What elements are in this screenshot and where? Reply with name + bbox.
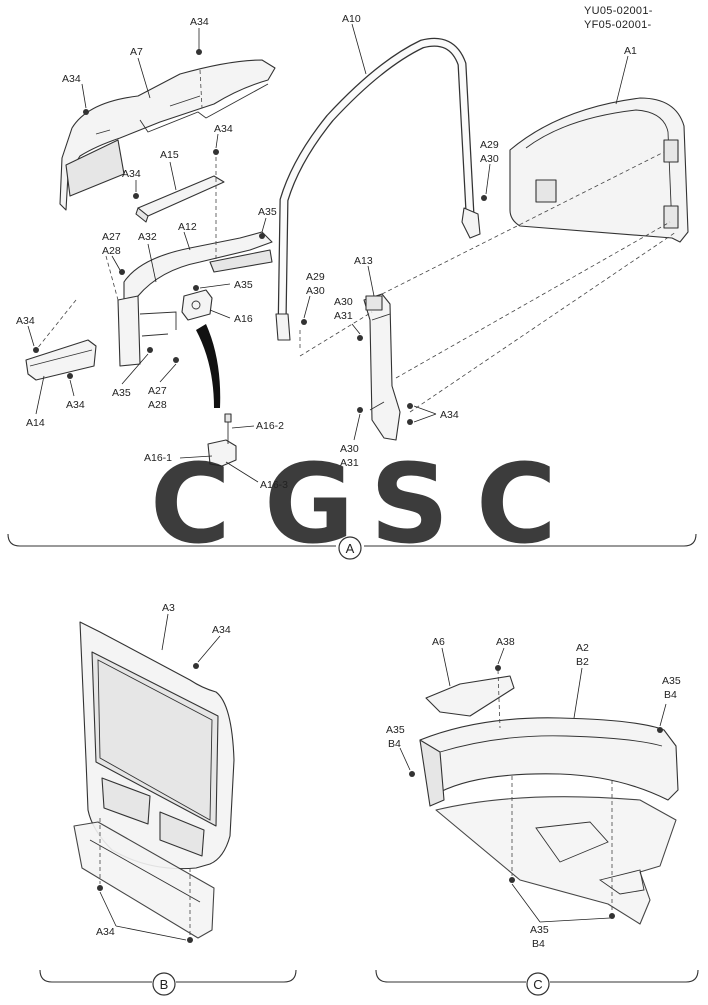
label-a16: A16	[234, 313, 253, 325]
part-a14-base-bracket	[25, 339, 97, 381]
label-a34: A34	[62, 73, 81, 85]
serial-range-1: YU05-02001-	[584, 5, 653, 17]
label-a35: A35	[530, 924, 549, 936]
part-a12-frame	[117, 231, 273, 367]
section-c-letter: C	[533, 977, 542, 992]
watermark-letter: C	[476, 440, 557, 568]
label-a35: A35	[112, 387, 131, 399]
label-a34: A34	[66, 399, 85, 411]
label-a35: A35	[258, 206, 277, 218]
label-b2: B2	[576, 656, 589, 668]
leader-lines-a	[27, 23, 629, 483]
label-a2: A2	[576, 642, 589, 654]
label-a34: A34	[122, 168, 141, 180]
label-b4: B4	[532, 938, 545, 950]
leader-lines-c	[399, 647, 667, 923]
watermark-letter: C	[150, 440, 231, 568]
watermark-letter: S	[370, 440, 449, 568]
label-a30: A30	[334, 296, 353, 308]
alignment-lines-a	[35, 69, 677, 413]
part-a16-exploded	[207, 413, 237, 467]
label-a30: A30	[480, 153, 499, 165]
label-a34: A34	[96, 926, 115, 938]
label-a10: A10	[342, 13, 361, 25]
label-a15: A15	[160, 149, 179, 161]
part-a16-bracket	[181, 289, 213, 321]
label-a16-1: A16-1	[144, 452, 172, 464]
leader-lines-b	[99, 613, 221, 941]
section-b-letter: B	[160, 977, 169, 992]
label-a13: A13	[354, 255, 373, 267]
part-a13-side-pillar	[363, 293, 401, 441]
label-a7: A7	[130, 46, 143, 58]
watermark-letter: G	[264, 440, 354, 568]
bolts-section-a	[33, 49, 487, 425]
label-a35: A35	[234, 279, 253, 291]
label-a14: A14	[26, 417, 45, 429]
label-a3: A3	[162, 602, 175, 614]
part-a15-bracket	[135, 175, 225, 223]
section-a-brace	[7, 533, 697, 547]
section-c-marker	[526, 972, 550, 996]
alignment-lines-c	[497, 669, 613, 912]
part-a1-rear-panel	[509, 97, 689, 243]
part-labels: A34 A7 A34 A34 A15 A34 A12 A35 A32 A27 A…	[16, 13, 681, 950]
section-b-marker	[152, 972, 176, 996]
label-a29: A29	[480, 139, 499, 151]
part-a10-roll-bar	[275, 37, 481, 341]
section-b-brace	[39, 969, 297, 983]
part-a3-side-panel	[79, 621, 235, 870]
part-a7-top-cover	[59, 59, 276, 211]
label-a34: A34	[440, 409, 459, 421]
part-a6-plate	[425, 675, 515, 717]
label-a31: A31	[340, 457, 359, 469]
part-a2-fender	[419, 717, 679, 807]
label-a16-3: A16-3	[260, 479, 288, 491]
label-a1: A1	[624, 45, 637, 57]
watermark: C G S C	[150, 440, 557, 568]
label-a32: A32	[138, 231, 157, 243]
section-a-marker	[338, 536, 362, 560]
label-a6: A6	[432, 636, 445, 648]
label-a27: A27	[102, 231, 121, 243]
label-a30: A30	[306, 285, 325, 297]
part-a2-floor-plate	[435, 796, 677, 925]
label-a28: A28	[102, 245, 121, 257]
label-a34: A34	[190, 16, 209, 28]
label-a34: A34	[212, 624, 231, 636]
alignment-lines-b	[99, 818, 191, 936]
label-b4: B4	[388, 738, 401, 750]
bolts-section-c	[409, 665, 663, 919]
label-a35: A35	[386, 724, 405, 736]
part-a3-base-bracket	[73, 821, 215, 939]
label-a16-2: A16-2	[256, 420, 284, 432]
section-c-brace	[375, 969, 699, 983]
label-a34: A34	[214, 123, 233, 135]
label-a29: A29	[306, 271, 325, 283]
label-b4: B4	[664, 689, 677, 701]
serial-range-2: YF05-02001-	[584, 19, 652, 31]
section-a-letter: A	[346, 541, 355, 556]
label-a30: A30	[340, 443, 359, 455]
detail-arrow	[196, 324, 221, 408]
label-a35: A35	[662, 675, 681, 687]
label-a28: A28	[148, 399, 167, 411]
label-a12: A12	[178, 221, 197, 233]
label-a34: A34	[16, 315, 35, 327]
bolts-section-b	[97, 663, 199, 943]
label-a38: A38	[496, 636, 515, 648]
label-a27: A27	[148, 385, 167, 397]
label-a31: A31	[334, 310, 353, 322]
